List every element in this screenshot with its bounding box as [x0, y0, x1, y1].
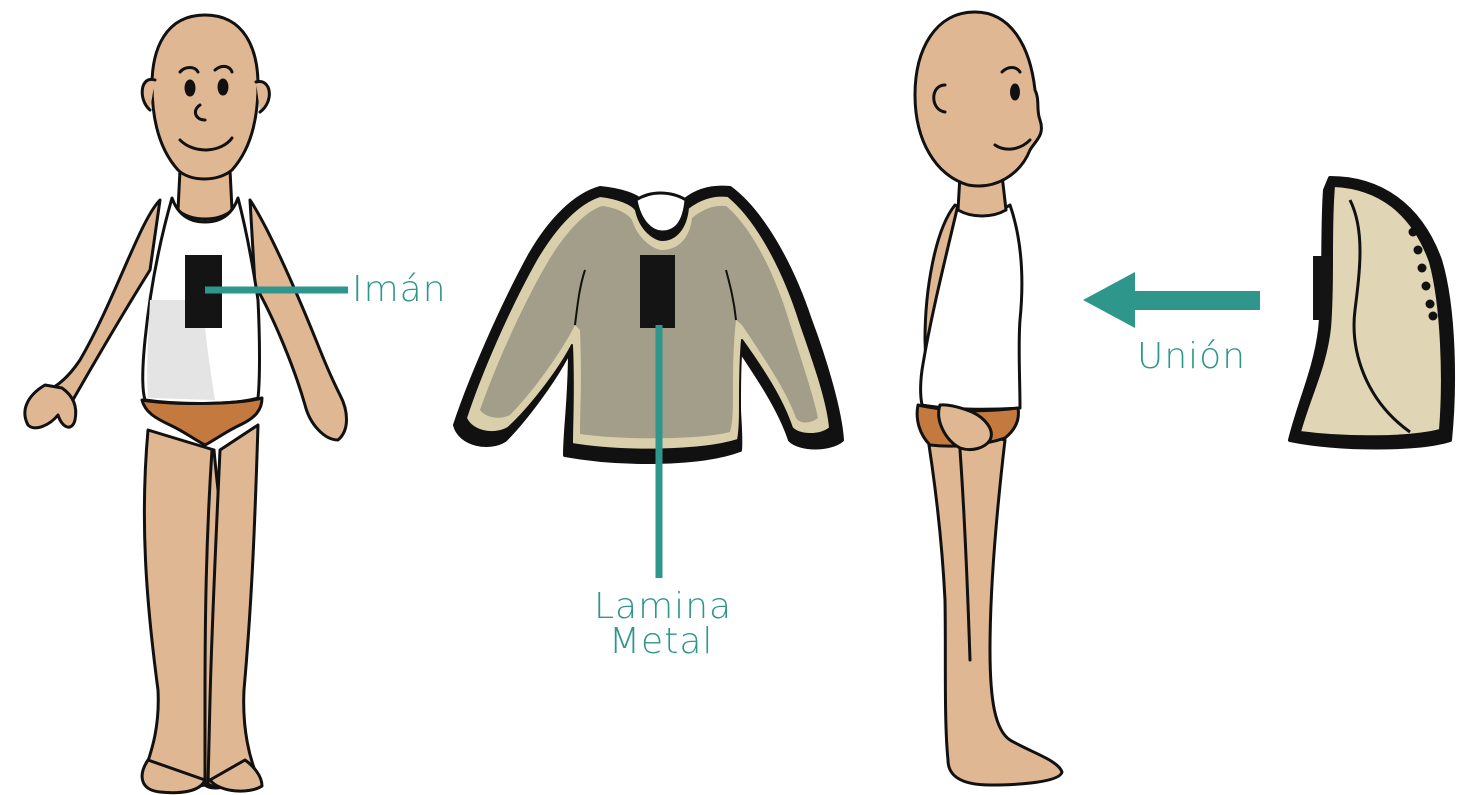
union-arrow-shaft: [1130, 291, 1260, 310]
front-eye-right: [219, 80, 227, 94]
front-left-hand: [25, 385, 76, 428]
front-eye-left: [186, 81, 194, 95]
side-leg: [925, 420, 1062, 785]
front-person: [25, 15, 347, 793]
back-magnet-block: [1313, 256, 1331, 320]
back-piece-dot-1: [1409, 228, 1418, 237]
back-piece-dot-4: [1422, 282, 1431, 291]
front-head: [152, 15, 258, 179]
union-arrow: [1083, 272, 1260, 328]
back-piece-dot-3: [1418, 264, 1427, 273]
iman-label: Imán: [352, 271, 447, 309]
union-arrow-head: [1083, 272, 1135, 328]
lamina-label-line2: Metal: [609, 623, 713, 661]
metal-plate: [640, 255, 675, 328]
back-piece-dot-6: [1429, 312, 1438, 321]
side-tank-top: [921, 205, 1022, 409]
union-label: Unión: [1137, 338, 1246, 376]
back-piece-dot-5: [1426, 300, 1435, 309]
front-right-arm: [250, 200, 347, 440]
side-person: [915, 12, 1062, 785]
side-eye: [1012, 85, 1019, 99]
back-piece-dot-2: [1414, 246, 1423, 255]
